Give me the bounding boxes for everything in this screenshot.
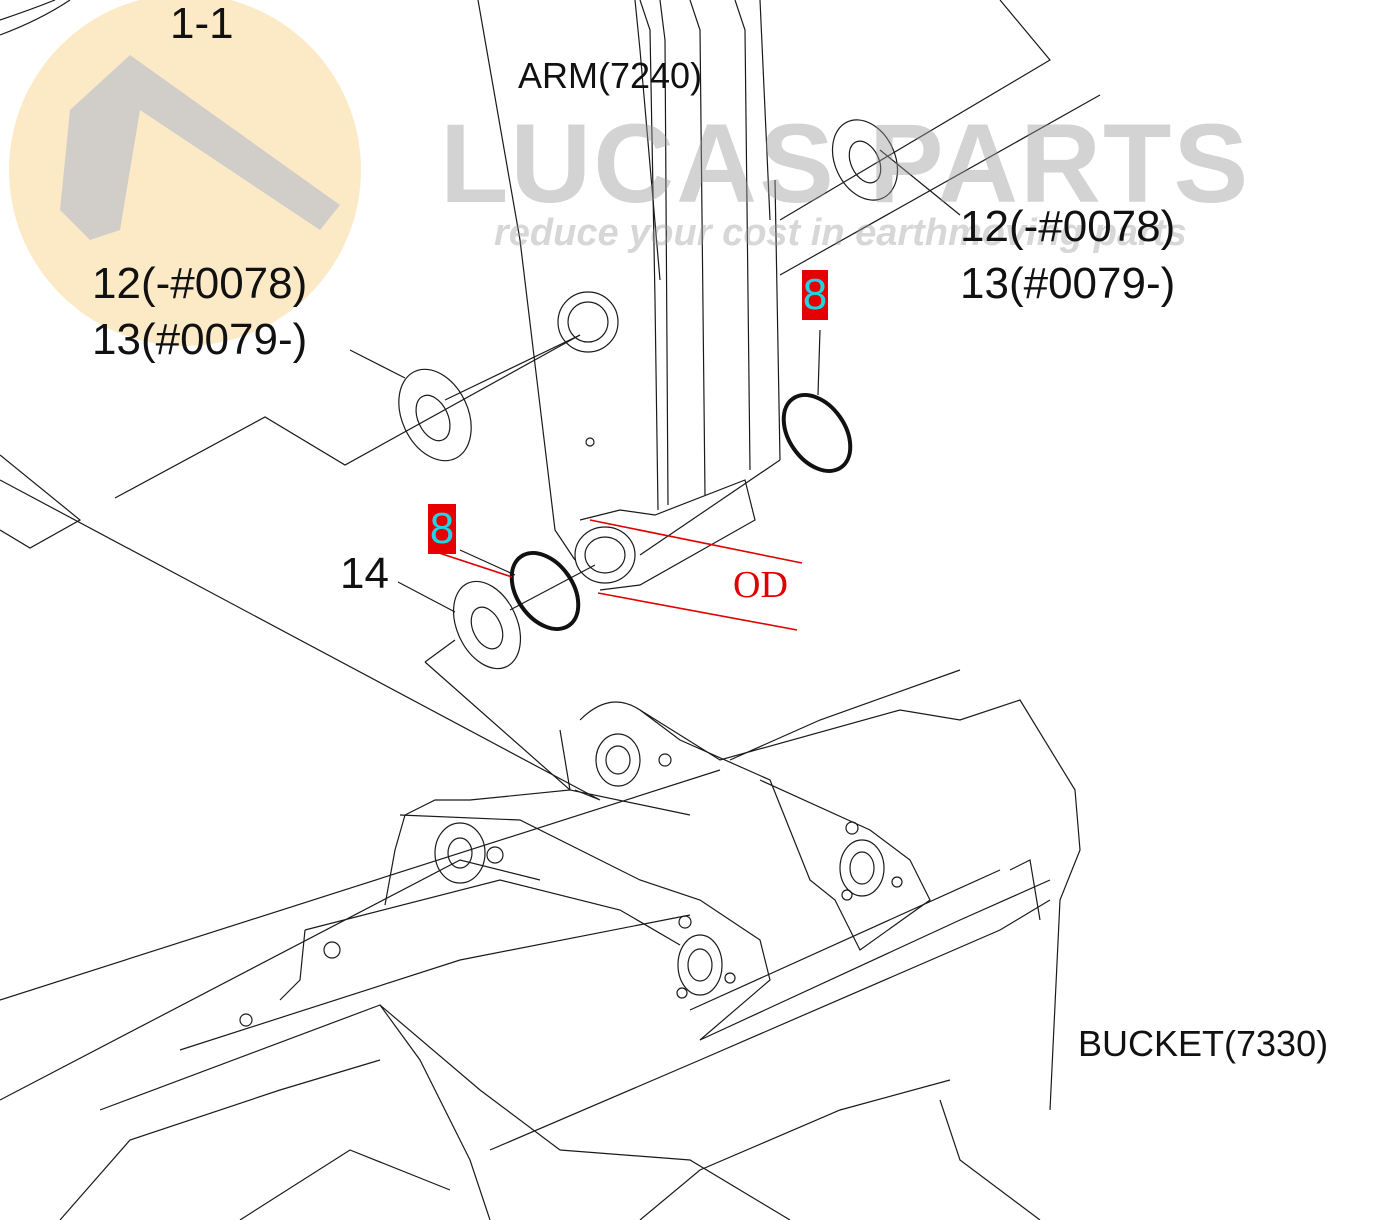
left-part-label-13: 13(#0079-) <box>92 315 308 364</box>
left-part-label-12: 12(-#0078) <box>92 259 308 308</box>
lucas-parts-logo-icon <box>9 0 361 346</box>
od-label: OD <box>733 564 788 606</box>
od-dimension-lines <box>429 519 803 631</box>
linework <box>0 0 1101 1220</box>
callout-lower-oring: 8 <box>428 504 456 554</box>
watermark-brand: LUCAS PARTS <box>440 101 1251 226</box>
bucket-label: BUCKET(7330) <box>1078 1023 1329 1064</box>
callout-upper-oring: 8 <box>802 270 828 320</box>
o-rings <box>509 393 853 631</box>
watermark-tagline: reduce your cost in earthmoving parts <box>494 212 1187 254</box>
section-label: 1-1 <box>170 0 234 48</box>
right-part-label-12: 12(-#0078) <box>960 202 1176 251</box>
shim-label: 14 <box>340 549 389 598</box>
right-part-label-13: 13(#0079-) <box>960 259 1176 308</box>
arm-label: ARM(7240) <box>518 55 703 96</box>
